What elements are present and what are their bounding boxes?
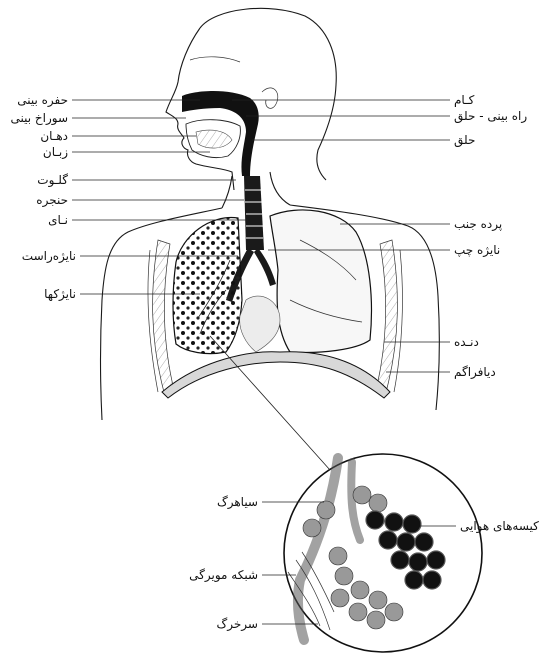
label-nasal-cavity: حفره بینی <box>17 93 68 108</box>
label-pharynx: حلق <box>454 133 475 148</box>
label-nostril: سوراخ بینی <box>10 111 68 126</box>
label-capillary-network: شبکه مویرگی <box>189 568 258 583</box>
label-air-sacs: کیسه‌های هوایی <box>460 519 539 534</box>
label-mouth: دهـان <box>40 129 68 143</box>
label-bronchioles: نایژکها <box>44 287 76 302</box>
heart-shape <box>240 296 280 352</box>
label-right-bronchus: نایژه‌راست <box>22 249 76 264</box>
label-diaphragm: دیافراگم <box>454 365 496 380</box>
label-nasal-pharynx: راه بینی - حلق <box>454 109 527 124</box>
label-left-bronchus: نایژه چپ <box>454 243 500 258</box>
label-larynx: حنجره <box>36 193 68 208</box>
label-vein: سیاهرگ <box>217 495 258 510</box>
label-trachea: نـای <box>48 213 68 227</box>
diaphragm-shape <box>162 352 390 398</box>
right-lung <box>173 218 242 354</box>
left-lung <box>270 210 371 353</box>
label-artery: سرخرگ <box>217 617 258 632</box>
label-palate: کـام <box>454 93 475 107</box>
label-pleura: پرده جنب <box>454 217 502 232</box>
label-tongue: زبـان <box>43 145 68 160</box>
label-rib: دنـده <box>454 335 479 349</box>
alveoli-inset <box>210 336 482 652</box>
label-epiglottis: گلـوت <box>37 173 68 188</box>
